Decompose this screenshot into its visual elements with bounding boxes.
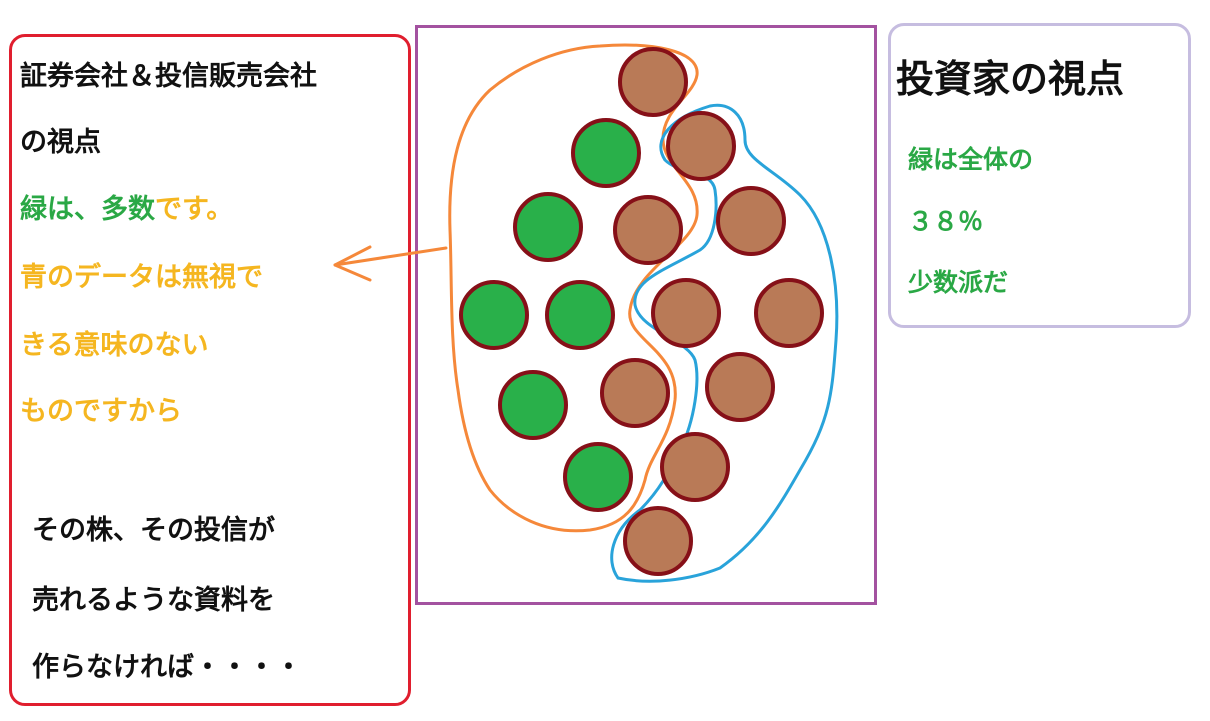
blue-outline [610, 103, 839, 583]
because-line: ものですから [20, 396, 182, 427]
meaningless-line: きる意味のない [20, 330, 209, 361]
sellable-materials-line: 売れるような資料を [32, 585, 275, 616]
green-circle [545, 280, 615, 350]
left-majority-line: 緑は、多数です。 [20, 196, 233, 223]
green-circle [513, 192, 583, 262]
brown-circle [705, 352, 775, 422]
arrow-shaft [333, 246, 448, 267]
brown-circle [716, 186, 786, 256]
brown-circle [651, 278, 721, 348]
right-minority: 少数派だ [908, 268, 1009, 297]
circles-group [459, 47, 824, 576]
brown-circle [600, 358, 670, 428]
must-make-line: 作らなければ・・・・ [32, 652, 302, 683]
brown-circle [754, 278, 824, 348]
green-circle [571, 118, 641, 188]
brown-circle [618, 47, 688, 117]
left-title-line1: 証券会社＆投信販売会社 [20, 61, 317, 92]
green-majority-text: 緑は、多数 [20, 194, 155, 225]
desu-text: です。 [155, 194, 234, 225]
green-circle [459, 280, 529, 350]
brown-circle [613, 195, 683, 265]
right-title: 投資家の視点 [896, 57, 1125, 101]
securities-viewpoint-panel [9, 34, 411, 706]
stock-fund-line: その株、その投信が [32, 515, 275, 546]
right-percent: ３８％ [908, 207, 984, 236]
ignore-blue-line: 青のデータは無視で [20, 262, 263, 293]
right-line1: 緑は全体の [908, 145, 1034, 174]
arrow-head [333, 245, 372, 282]
investor-viewpoint-panel [888, 23, 1191, 328]
brown-circle [666, 111, 736, 181]
brown-circle [623, 506, 693, 576]
green-circle [563, 442, 633, 512]
green-circle [498, 370, 568, 440]
brown-circle [660, 432, 730, 502]
left-title-line2: の視点 [20, 127, 101, 158]
